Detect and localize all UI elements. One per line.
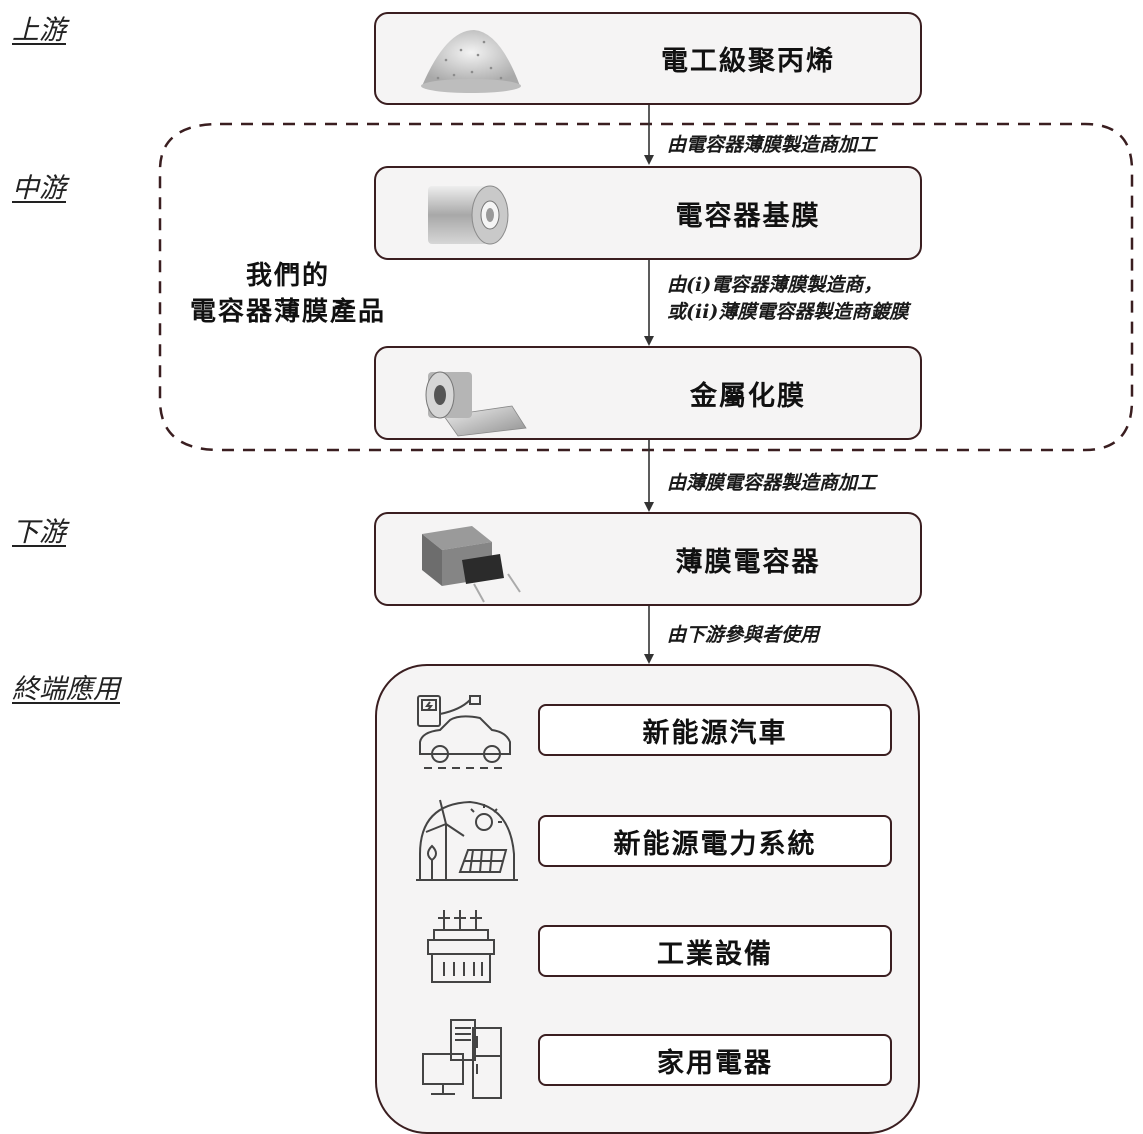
pp-granules-icon [421, 30, 521, 93]
group-label: 我們的 電容器薄膜產品 [178, 258, 398, 330]
product-group-boundary [158, 122, 1134, 452]
arrow-2 [644, 260, 654, 346]
box-polypropylene-title: 電工級聚丙烯 [661, 46, 835, 77]
group-label-line2: 電容器薄膜產品 [189, 297, 386, 327]
renewable-energy-icon [416, 799, 518, 881]
stage-label-downstream: 下游 [12, 517, 66, 548]
app-item-nev: 新能源汽車 [538, 704, 892, 756]
home-appliance-icon [422, 1019, 502, 1099]
film-capacitor-icon [422, 526, 521, 603]
arrow-1 [644, 105, 654, 165]
stage-label-end-use: 終端應用 [12, 674, 120, 705]
box-film-capacitor: 薄膜電容器 [374, 512, 922, 606]
stage-label-upstream: 上游 [12, 15, 66, 46]
arrow-3 [644, 440, 654, 512]
edge-label-2-line1: 由(i)電容器薄膜製造商， [667, 274, 883, 296]
app-item-industrial: 工業設備 [538, 925, 892, 977]
metal-film-roll-icon [425, 371, 527, 437]
edge-label-2-line2: 或(ii)薄膜電容器製造商鍍膜 [667, 301, 909, 323]
ev-charging-icon [417, 695, 511, 769]
group-label-line1: 我們的 [245, 261, 330, 291]
app-item-home-appliance: 家用電器 [538, 1034, 892, 1086]
app-item-renewable-power: 新能源電力系統 [538, 815, 892, 867]
edge-label-2: 由(i)電容器薄膜製造商， 或(ii)薄膜電容器製造商鍍膜 [667, 272, 908, 326]
arrow-4 [644, 606, 654, 664]
box-base-film-title: 電容器基膜 [675, 200, 821, 232]
box-metallized-film: 金屬化膜 [374, 346, 922, 440]
edge-label-1: 由電容器薄膜製造商加工 [667, 134, 877, 156]
stage-label-midstream: 中游 [12, 173, 66, 204]
box-metallized-film-title: 金屬化膜 [690, 380, 806, 412]
box-film-capacitor-title: 薄膜電容器 [675, 546, 821, 578]
edge-label-3: 由薄膜電容器製造商加工 [667, 472, 877, 494]
edge-label-4: 由下游參與者使用 [667, 624, 820, 646]
box-polypropylene: 電工級聚丙烯 [374, 12, 922, 105]
box-base-film: 電容器基膜 [374, 166, 922, 260]
film-roll-icon [428, 185, 509, 245]
industrial-equipment-icon [427, 910, 495, 983]
